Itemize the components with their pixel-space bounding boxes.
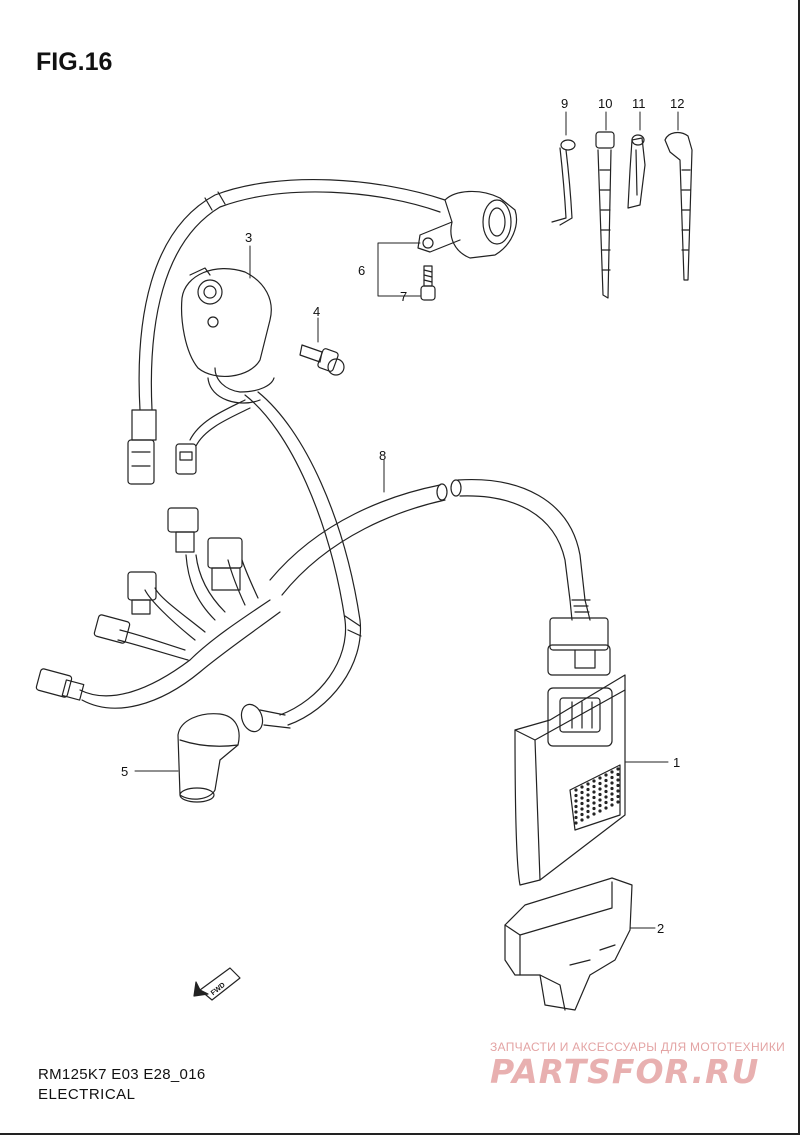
part-8-cable <box>269 478 611 676</box>
part-6-clamp <box>417 190 517 259</box>
callout-10: 10 <box>598 96 612 111</box>
callout-11: 11 <box>632 96 646 111</box>
part-10-tie <box>595 131 615 299</box>
callout-5: 5 <box>121 764 128 779</box>
part-7-screw <box>420 265 436 301</box>
callout-6: 6 <box>358 263 365 278</box>
main-harness <box>240 391 362 733</box>
watermark-logo: PARTSFOR.RU <box>490 1052 760 1091</box>
part-12-strap <box>664 131 693 281</box>
callout-3: 3 <box>245 230 252 245</box>
callouts: 1 2 3 4 5 6 7 8 9 10 11 12 FWD <box>121 96 684 997</box>
part-11-clip <box>627 134 646 209</box>
leader-lines <box>134 111 679 929</box>
callout-12: 12 <box>670 96 684 111</box>
cdi-label-dots <box>574 767 620 825</box>
callout-8: 8 <box>379 448 386 463</box>
part-4-bolt <box>299 344 345 376</box>
figure-code: RM125K7 E03 E28_016 <box>38 1066 206 1083</box>
part-5-cap <box>177 713 240 803</box>
callout-2: 2 <box>657 921 664 936</box>
switch-short-lead <box>175 399 251 475</box>
switch-lead-cable <box>127 178 446 485</box>
part-1-cdi <box>514 674 626 886</box>
part-9-tie <box>551 139 576 226</box>
part-2-bracket <box>504 877 633 1011</box>
callout-4: 4 <box>313 304 320 319</box>
harness-branches <box>35 507 281 709</box>
fwd-arrow-icon <box>193 967 241 1001</box>
callout-1: 1 <box>673 755 680 770</box>
callout-7: 7 <box>400 289 407 304</box>
figure-description: ELECTRICAL <box>38 1086 136 1103</box>
part-3-switch <box>180 267 275 404</box>
figure-title: FIG.16 <box>36 48 113 76</box>
callout-9: 9 <box>561 96 568 111</box>
watermark-tagline: ЗАПЧАСТИ И АКСЕССУАРЫ ДЛЯ МОТОТЕХНИКИ <box>490 1040 786 1054</box>
